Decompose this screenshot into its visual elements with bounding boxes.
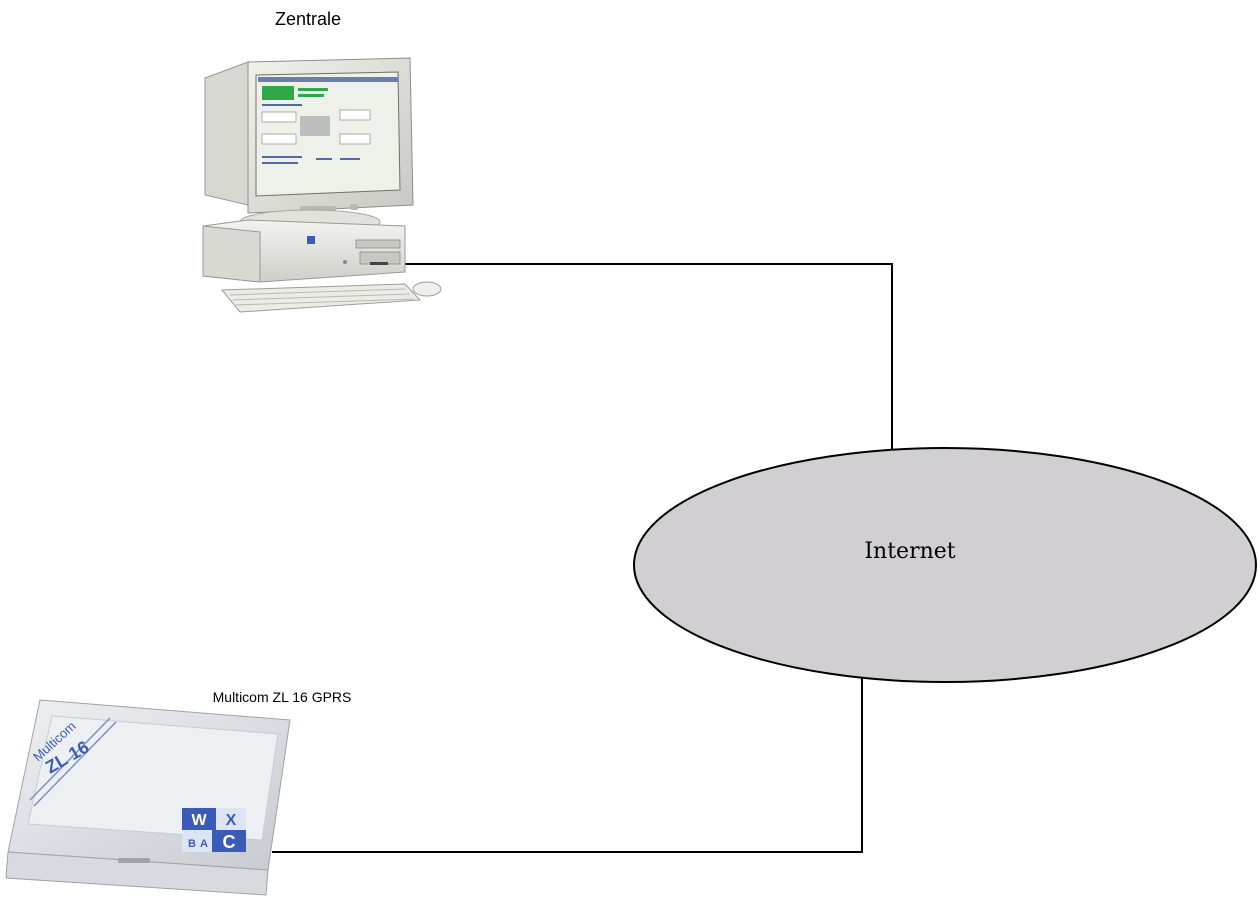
connection-device-to-internet (272, 647, 868, 853)
internet-node: Internet (633, 447, 1257, 683)
wxbac-logo: W X B A C (182, 808, 246, 852)
svg-text:X: X (226, 812, 237, 829)
desktop-computer-icon (202, 57, 442, 313)
internet-ellipse (633, 447, 1257, 683)
svg-text:B: B (188, 838, 196, 850)
modem-icon: Multicom ZL 16 W X B A C (5, 699, 291, 896)
device-label: Multicom ZL 16 GPRS (213, 689, 352, 705)
svg-text:W: W (191, 812, 207, 829)
internet-label: Internet (864, 539, 955, 564)
monitor-screen (255, 71, 401, 197)
device-node: Multicom ZL 16 GPRS Multicom ZL 16 W X (5, 689, 352, 896)
svg-text:C: C (223, 832, 236, 852)
central-node: Zentrale (202, 9, 442, 313)
svg-text:A: A (200, 838, 208, 850)
central-label: Zentrale (275, 9, 341, 29)
